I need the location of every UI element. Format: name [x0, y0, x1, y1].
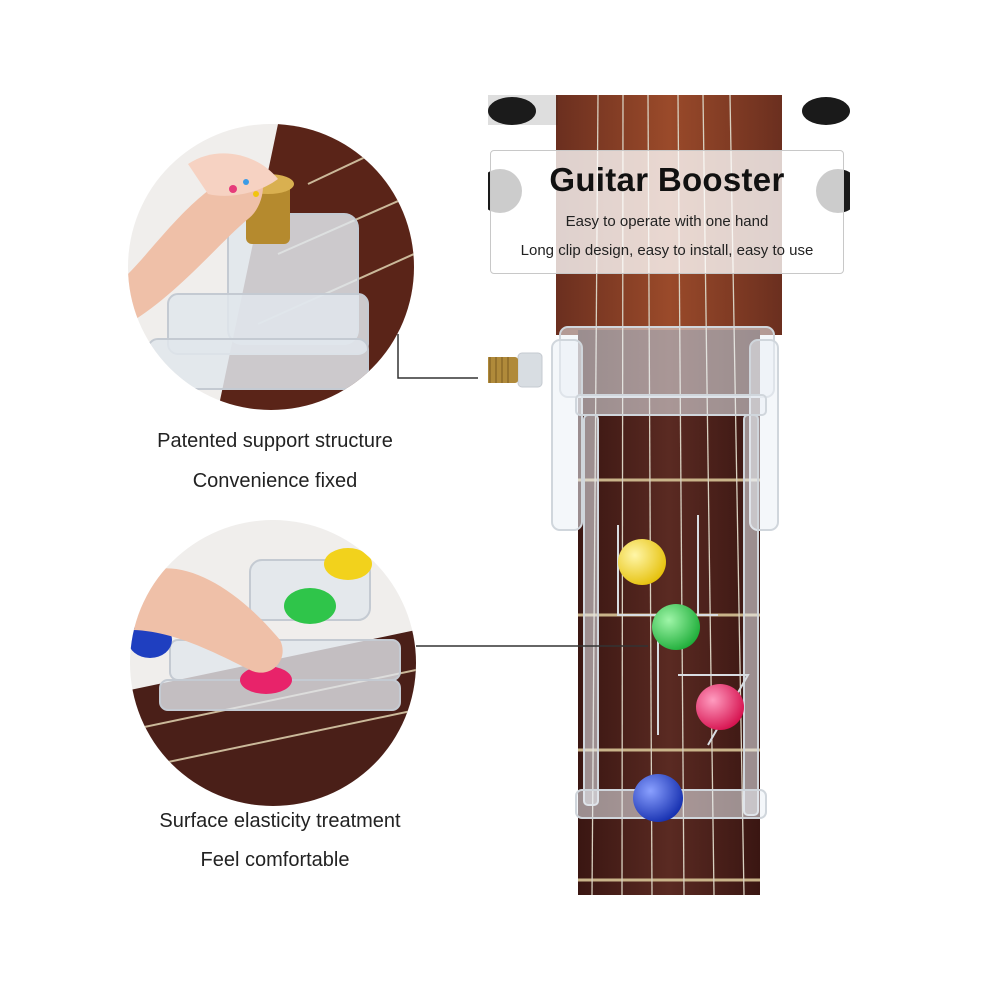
feature-bottom-line-2: Feel comfortable: [200, 849, 350, 871]
chord-button-yellow: [618, 539, 666, 585]
feature-bottom-line-1: Surface elasticity treatment: [159, 810, 401, 832]
detail-circle-button: [130, 520, 416, 806]
chord-button-blue: [633, 774, 683, 822]
product-title: Guitar Booster: [549, 161, 785, 198]
chord-button-green: [652, 604, 700, 650]
detail-circle-screw: [128, 124, 414, 410]
title-subline-2: Long clip design, easy to install, easy …: [520, 242, 814, 259]
title-subline-1: Easy to operate with one hand: [565, 213, 769, 230]
feature-top-line-2: Convenience fixed: [192, 470, 358, 492]
title-panel: Guitar Booster Easy to operate with one …: [490, 150, 844, 274]
feature-top-line-1: Patented support structure: [157, 430, 393, 452]
chord-button-pink: [696, 684, 744, 730]
